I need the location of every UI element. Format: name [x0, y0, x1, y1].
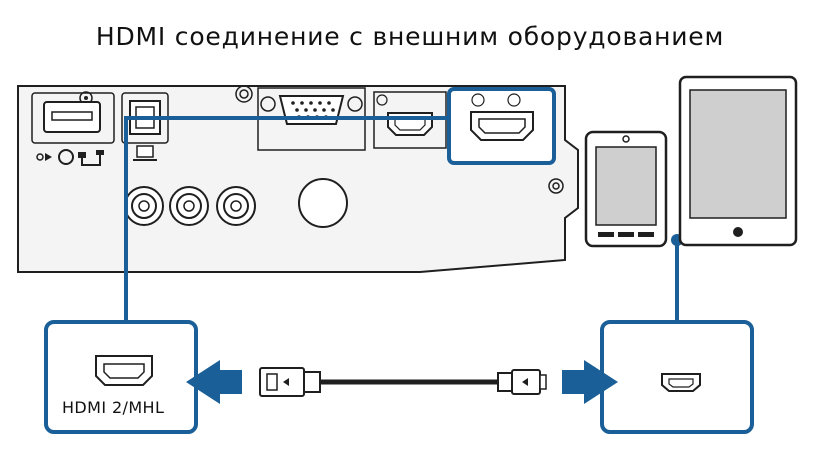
screw-icon	[235, 85, 253, 103]
hdmi-cable-icon	[259, 367, 547, 397]
usb-port-icon	[31, 92, 115, 144]
tablet-icon	[678, 75, 798, 247]
port-label: HDMI 2/MHL	[62, 398, 165, 417]
arrow-left-icon	[186, 360, 242, 404]
diagram-title: HDMI соединение с внешним оборудованием	[95, 22, 725, 51]
round-port-icon	[298, 178, 348, 228]
arrow-right-icon	[562, 360, 618, 404]
projector-back-panel	[17, 85, 579, 273]
hdmi-port-icon	[447, 87, 556, 165]
screw-icon	[548, 178, 564, 194]
device-port-callout-box	[600, 320, 754, 434]
usb-symbol-icon	[36, 149, 104, 166]
hdmi-port-icon	[95, 355, 153, 386]
rca-jack-icon	[216, 186, 256, 226]
smartphone-icon	[584, 130, 668, 248]
rca-jack-icon	[124, 186, 164, 226]
computer-icon	[133, 145, 157, 161]
hdmi-port-icon	[661, 373, 701, 392]
rca-jack-icon	[169, 186, 209, 226]
port-leader-lines	[124, 116, 679, 322]
